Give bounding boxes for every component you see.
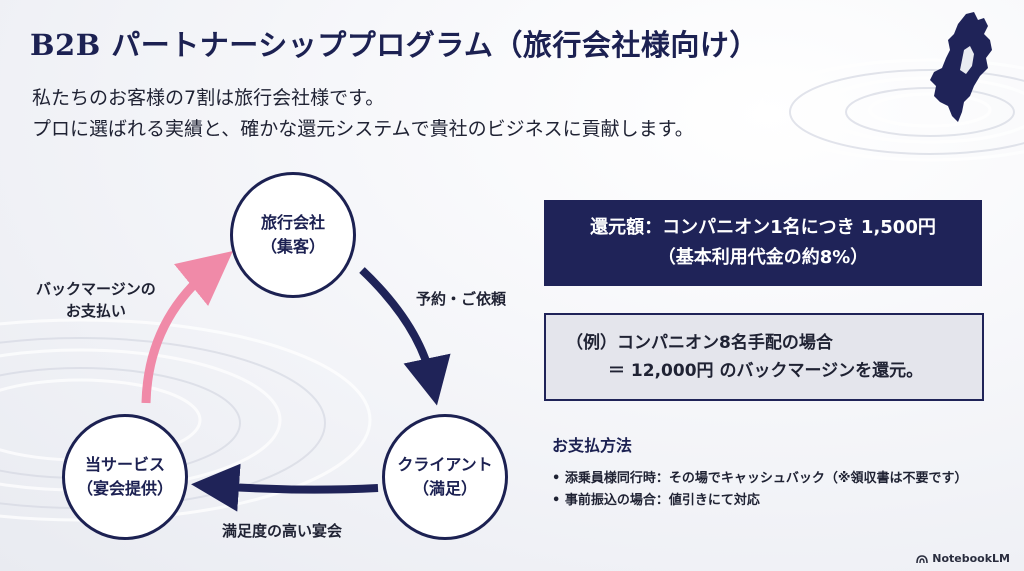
intro-text: 私たちのお客様の7割は旅行会社様です。 プロに選ばれる実績と、確かな還元システム… — [32, 86, 694, 148]
node-travel-agency-line-1: 旅行会社 — [260, 213, 325, 232]
payment-heading: お支払方法 — [552, 436, 633, 455]
page-title: B2B パートナーシッププログラム（旅行会社様向け） — [30, 28, 759, 62]
arrow-to-service — [191, 463, 379, 512]
label-satisfaction: 満足度の高い宴会 — [222, 522, 343, 540]
node-our-service-line-1: 当サービス — [84, 455, 165, 474]
payment-item: 添乗員様同行時：その場でキャッシュバック（※領収書は不要です） — [552, 468, 968, 490]
node-client-line-1: クライアント — [397, 455, 493, 474]
payment-list: 添乗員様同行時：その場でキャッシュバック（※領収書は不要です） 事前振込の場合：… — [552, 468, 968, 512]
example-box: （例）コンパニオン8名手配の場合 ＝ 12,000円 のバックマージンを還元。 — [544, 313, 984, 401]
node-travel-agency-line-2: （集客） — [260, 237, 325, 256]
label-backmargin: バックマージンの お支払い — [36, 278, 156, 322]
reward-amount-box: 還元額：コンパニオン1名につき 1,500円 （基本利用代金の約8%） — [544, 200, 982, 286]
shiga-map-icon — [930, 12, 992, 122]
intro-line-1: 私たちのお客様の7割は旅行会社様です。 — [32, 87, 385, 109]
arrow-to-client — [359, 267, 451, 406]
notebooklm-logo-icon — [916, 554, 929, 563]
label-backmargin-line-1: バックマージンの — [36, 280, 156, 298]
node-our-service-line-2: （宴会提供） — [76, 479, 173, 498]
reward-line-2: （基本利用代金の約8%） — [657, 247, 869, 268]
label-backmargin-line-2: お支払い — [65, 302, 126, 320]
payment-item: 事前振込の場合：値引きにて対応 — [552, 490, 967, 512]
node-our-service: 当サービス （宴会提供） — [62, 414, 188, 540]
intro-line-2: プロに選ばれる実績と、確かな還元システムで貴社のビジネスに貢献します。 — [32, 118, 694, 140]
payment-methods: お支払方法 添乗員様同行時：その場でキャッシュバック（※領収書は不要です） 事前… — [552, 432, 967, 512]
label-reservation: 予約・ご依頼 — [416, 290, 507, 308]
example-line-2: ＝ 12,000円 のバックマージンを還元。 — [608, 361, 924, 381]
notebooklm-watermark: NotebookLM — [916, 552, 1010, 565]
watermark-text: NotebookLM — [932, 552, 1010, 565]
example-line-1: （例）コンパニオン8名手配の場合 — [566, 333, 833, 353]
cycle-arrows — [141, 250, 451, 512]
reward-line-1: 還元額：コンパニオン1名につき 1,500円 — [590, 217, 936, 238]
node-client: クライアント （満足） — [382, 414, 508, 540]
node-travel-agency: 旅行会社 （集客） — [230, 172, 356, 298]
node-client-line-2: （満足） — [412, 479, 477, 498]
arrow-to-travel-agency — [141, 250, 233, 404]
partnership-cycle-diagram: 旅行会社 （集客） クライアント （満足） 当サービス （宴会提供） 予約・ご依… — [0, 150, 540, 571]
